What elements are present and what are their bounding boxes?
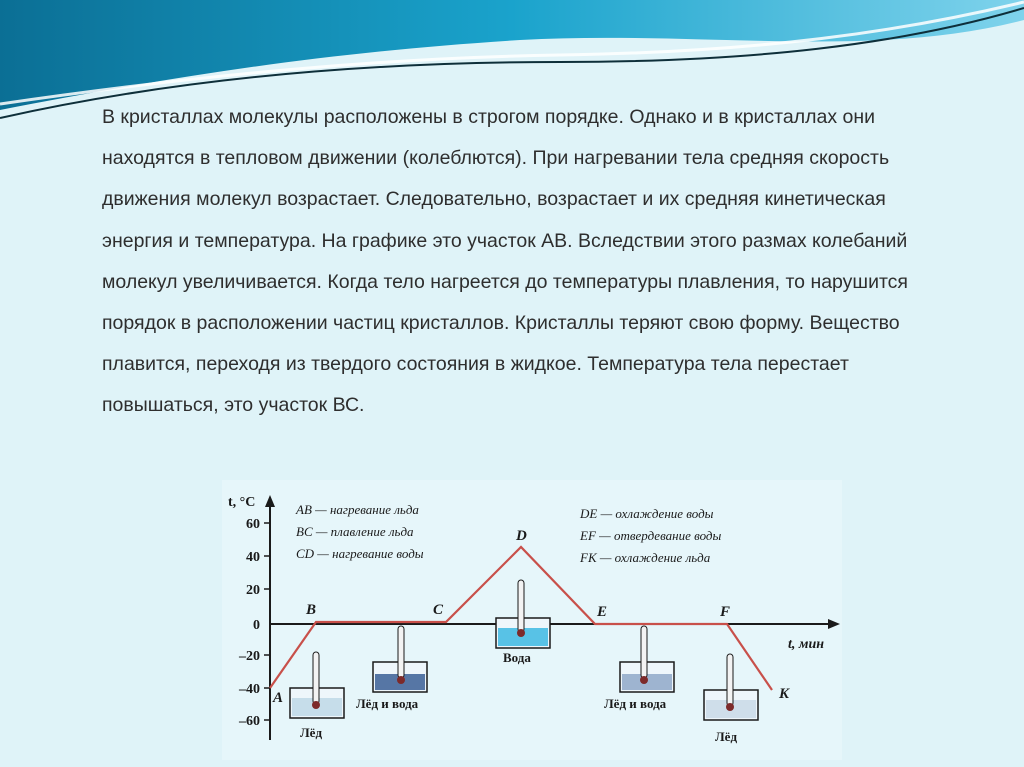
point-label-a: A [272,690,283,706]
beaker-ice-water-1 [372,625,428,693]
legend-bc: BC — плавление льда [296,524,414,539]
legend-de: DE — охлаждение воды [579,506,714,521]
point-label-c: C [433,602,444,618]
point-label-b: B [305,602,316,618]
caption-ice-water-1: Лёд и вода [356,696,419,711]
y-tick-label: –20 [238,649,260,664]
point-label-f: F [719,604,730,620]
legend-ef: EF — отвердевание воды [579,528,721,543]
beaker-water [495,579,551,649]
caption-ice-water-2: Лёд и вода [604,696,667,711]
x-axis-label: t, мин [788,637,824,652]
y-tick-label: 20 [246,583,260,598]
y-tick-label: 0 [253,618,260,633]
point-label-k: K [778,686,790,702]
beaker-ice-2 [703,653,759,721]
point-label-e: E [596,604,607,620]
header-wave-decoration [0,0,1024,119]
y-axis-label: t, °C [228,495,255,510]
y-axis-arrow [265,495,275,507]
caption-water: Вода [503,650,531,665]
x-axis-arrow [828,619,840,629]
body-text: В кристаллах молекулы расположены в стро… [102,97,952,427]
caption-ice-1: Лёд [300,725,322,740]
y-tick-label: –60 [238,714,260,729]
temperature-curve [269,545,773,691]
legend-fk: FK — охлаждение льда [579,550,711,565]
y-tick-label: –40 [238,682,260,697]
y-ticks: 60 40 20 0 –20 –40 –60 [238,517,270,729]
legend-cd: CD — нагревание воды [296,546,424,561]
caption-ice-2: Лёд [715,729,737,744]
beaker-ice-1 [289,651,345,719]
beaker-ice-water-2 [619,625,675,693]
body-paragraph: В кристаллах молекулы расположены в стро… [102,106,908,417]
legend-ab: AB — нагревание льда [295,502,419,517]
point-label-d: D [515,528,527,544]
y-tick-label: 40 [246,550,260,565]
y-tick-label: 60 [246,517,260,532]
